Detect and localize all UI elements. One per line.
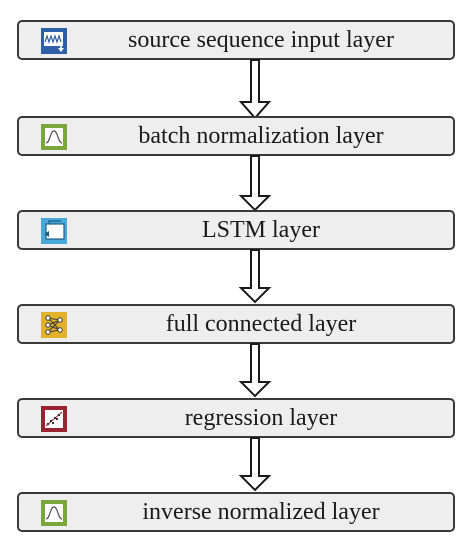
- layer-label: inverse normalized layer: [142, 498, 380, 525]
- layer-batch-normalization: batch normalization layer: [17, 116, 455, 156]
- flow-arrow: [238, 59, 272, 120]
- sequence-input-icon: [40, 27, 68, 55]
- layer-source-sequence-input: source sequence input layer: [17, 20, 455, 60]
- regression-icon: [40, 405, 68, 433]
- layer-lstm: LSTM layer: [17, 210, 455, 250]
- layer-regression: regression layer: [17, 398, 455, 438]
- layer-label: batch normalization layer: [138, 122, 384, 149]
- flow-arrow: [238, 343, 272, 398]
- flow-arrow: [238, 249, 272, 304]
- flow-arrow: [238, 437, 272, 492]
- fully-connected-icon: [40, 311, 68, 339]
- layer-label: full connected layer: [165, 310, 357, 337]
- layer-label: source sequence input layer: [128, 26, 394, 53]
- layer-inverse-normalized: inverse normalized layer: [17, 492, 455, 532]
- flow-arrow: [238, 155, 272, 212]
- lstm-loop-icon: [40, 217, 68, 245]
- layer-label: regression layer: [184, 404, 338, 431]
- layer-label: LSTM layer: [202, 216, 320, 243]
- layer-full-connected: full connected layer: [17, 304, 455, 344]
- normal-curve-icon: [40, 499, 68, 527]
- normal-curve-icon: [40, 123, 68, 151]
